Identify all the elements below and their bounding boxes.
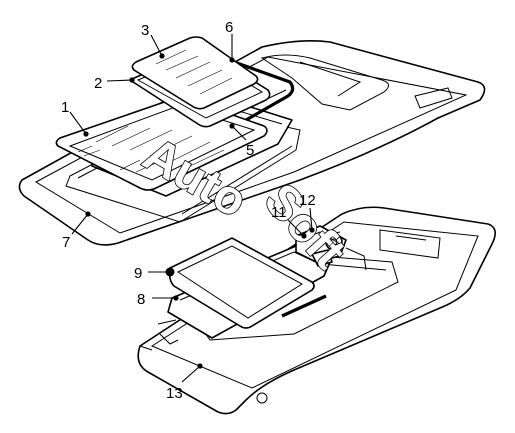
- callout-label-7: 7: [62, 234, 70, 251]
- callout-8: 8: [137, 291, 179, 308]
- callout-label-6: 6: [225, 19, 233, 36]
- callout-9: 9: [134, 265, 175, 282]
- callout-label-11: 11: [271, 204, 287, 221]
- callout-12: 12: [299, 192, 316, 233]
- callout-label-5: 5: [246, 142, 254, 159]
- callout-3: 3: [141, 22, 165, 59]
- callout-label-8: 8: [137, 291, 145, 308]
- callout-label-13: 13: [166, 385, 183, 402]
- callout-label-9: 9: [134, 265, 142, 282]
- callout-2: 2: [94, 75, 135, 92]
- lower-motor-assembly: [295, 225, 367, 271]
- callout-1: 1: [61, 99, 89, 137]
- callout-label-2: 2: [94, 75, 102, 92]
- callout-label-1: 1: [61, 99, 69, 116]
- callout-label-3: 3: [141, 22, 149, 39]
- callout-11: 11: [271, 204, 307, 239]
- callout-6: 6: [225, 19, 235, 63]
- callout-5: 5: [229, 123, 254, 159]
- callout-7: 7: [62, 211, 91, 251]
- callout-13: 13: [166, 363, 203, 402]
- lower-glass-9: [168, 237, 315, 329]
- callout-label-12: 12: [299, 192, 316, 209]
